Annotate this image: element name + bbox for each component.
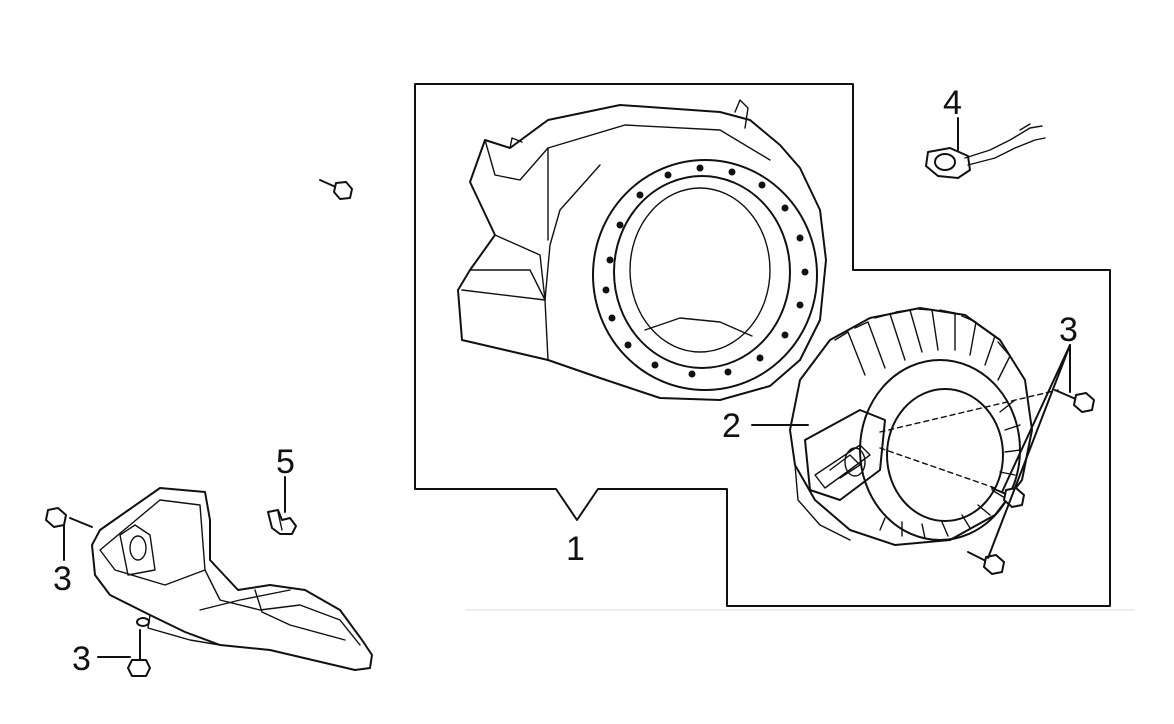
callout-oil-alert-switch: 4 xyxy=(943,84,962,122)
shield-bolt-bottom xyxy=(127,629,151,677)
callout-recoil-starter: 2 xyxy=(722,407,741,445)
shield-bolt-left xyxy=(45,507,93,528)
fan-cover xyxy=(457,99,827,401)
loose-bolt xyxy=(319,179,353,200)
clip xyxy=(267,509,297,535)
starter-bolt-top xyxy=(1054,389,1095,413)
recoil-starter xyxy=(789,307,1033,546)
callout-clip: 5 xyxy=(276,443,295,481)
bolt-guide-lines xyxy=(879,389,1059,489)
callout-shield-bolt-left: 3 xyxy=(53,560,72,598)
leader-lines xyxy=(63,117,1071,658)
starter-bolt-bottom xyxy=(967,551,1005,575)
callout-starter-bolts: 3 xyxy=(1059,311,1078,349)
assembly-boundary xyxy=(414,83,1111,607)
callout-shield-bolt-bottom: 3 xyxy=(72,640,91,678)
lower-shield xyxy=(91,487,373,671)
callout-fan-cover: 1 xyxy=(566,530,585,568)
oil-alert-switch xyxy=(925,123,1046,179)
